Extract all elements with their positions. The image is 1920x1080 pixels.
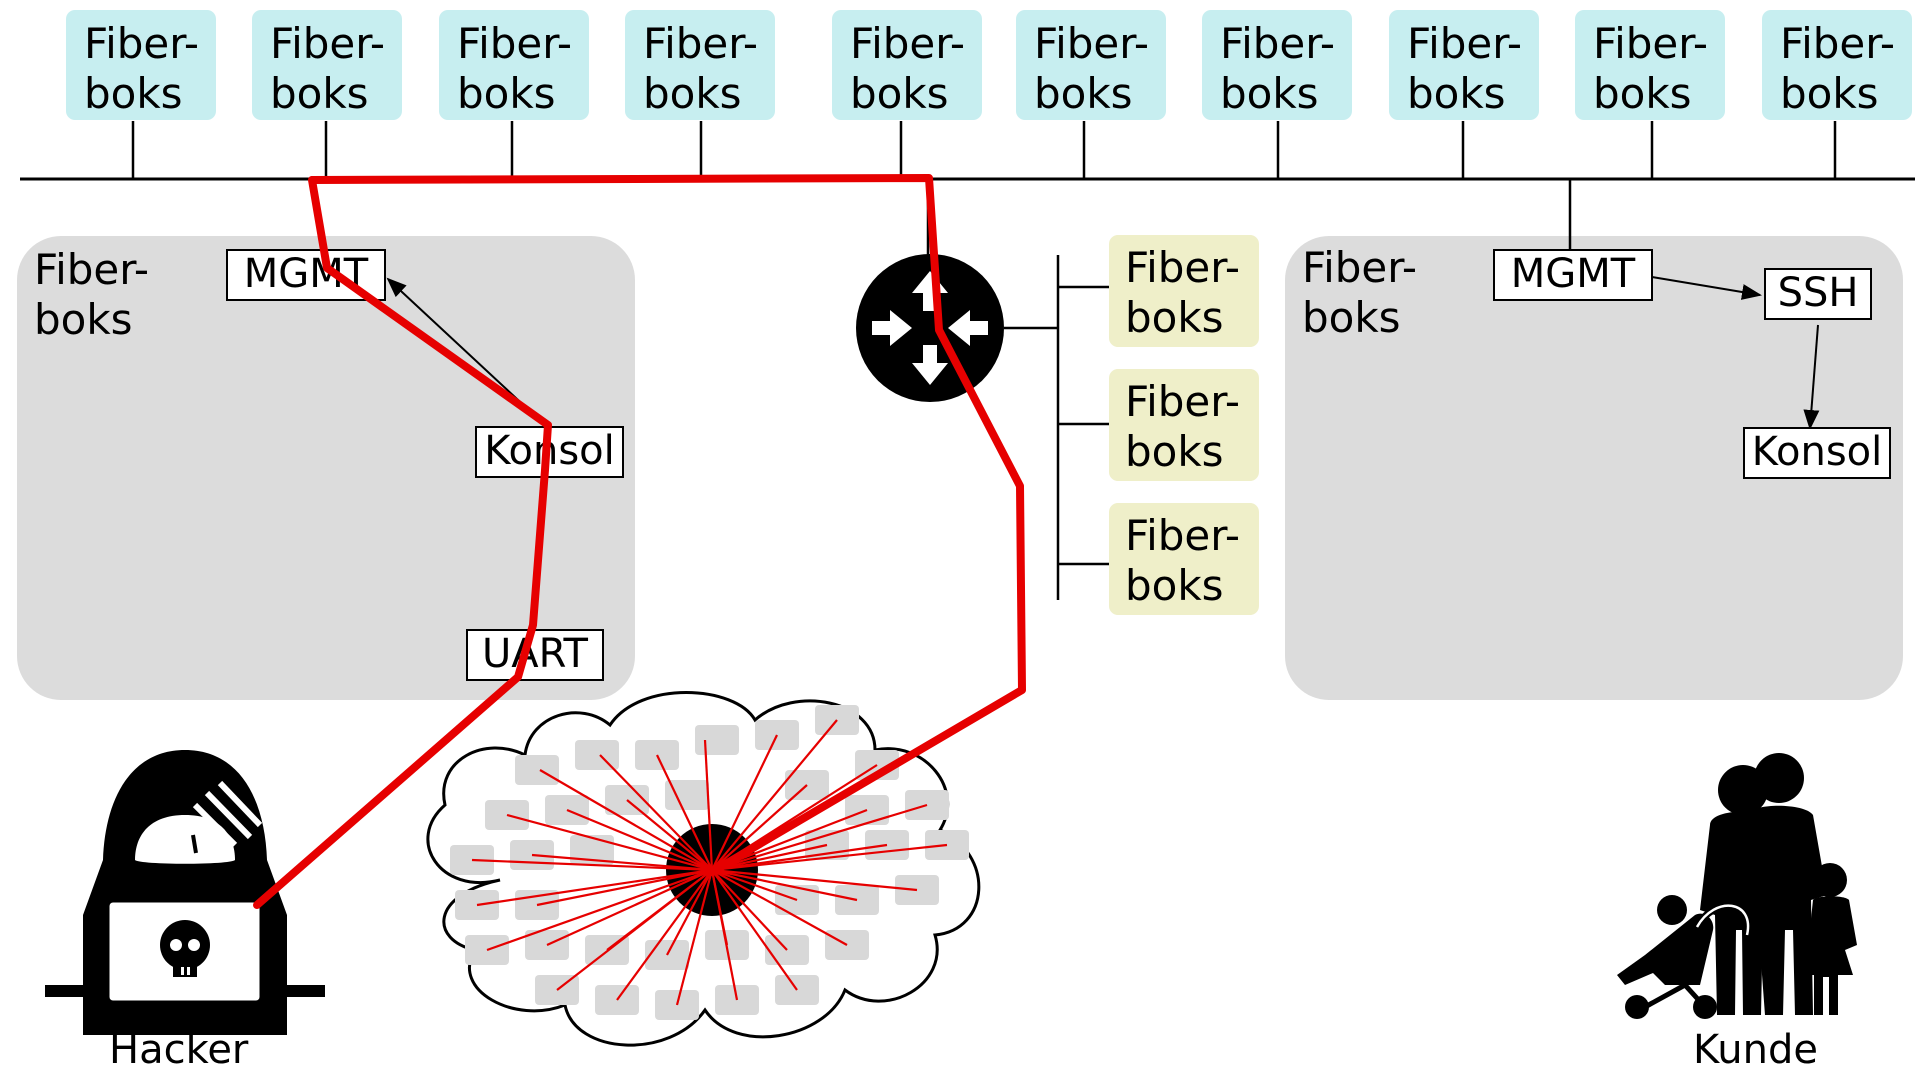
router-icon <box>856 254 1004 402</box>
right-fiberbox-label: Fiber-boks <box>1302 243 1418 342</box>
top-fiberbox: Fiber-boks <box>1202 10 1352 120</box>
right-ssh-box: SSH <box>1764 268 1872 320</box>
router-fiberbox: Fiber-boks <box>1109 369 1259 481</box>
botnet-rays <box>471 719 948 1006</box>
top-fiberbox: Fiber-boks <box>1762 10 1912 120</box>
top-fiberbox: Fiber-boks <box>66 10 216 120</box>
top-fiberbox: Fiber-boks <box>439 10 589 120</box>
hacker-label: Hacker <box>109 1027 249 1073</box>
top-fiberbox: Fiber-boks <box>1575 10 1725 120</box>
top-fiberbox: Fiber-boks <box>1389 10 1539 120</box>
top-fiberbox: Fiber-boks <box>625 10 775 120</box>
left-uart-box: UART <box>466 629 604 681</box>
kunde-label: Kunde <box>1693 1027 1818 1073</box>
top-fiberbox: Fiber-boks <box>1016 10 1166 120</box>
hacker-icon <box>45 750 325 1035</box>
left-fiberbox-label: Fiber-boks <box>34 245 150 344</box>
router-fiberbox: Fiber-boks <box>1109 235 1259 347</box>
family-icon <box>1617 753 1857 1019</box>
cloud-botnet-icon <box>426 691 981 1047</box>
router-bus <box>1004 255 1109 600</box>
router-fiberbox: Fiber-boks <box>1109 503 1259 615</box>
right-mgmt-box: MGMT <box>1493 249 1653 301</box>
top-fiberbox: Fiber-boks <box>832 10 982 120</box>
top-fiberbox: Fiber-boks <box>252 10 402 120</box>
attack-route-line <box>253 174 1026 909</box>
